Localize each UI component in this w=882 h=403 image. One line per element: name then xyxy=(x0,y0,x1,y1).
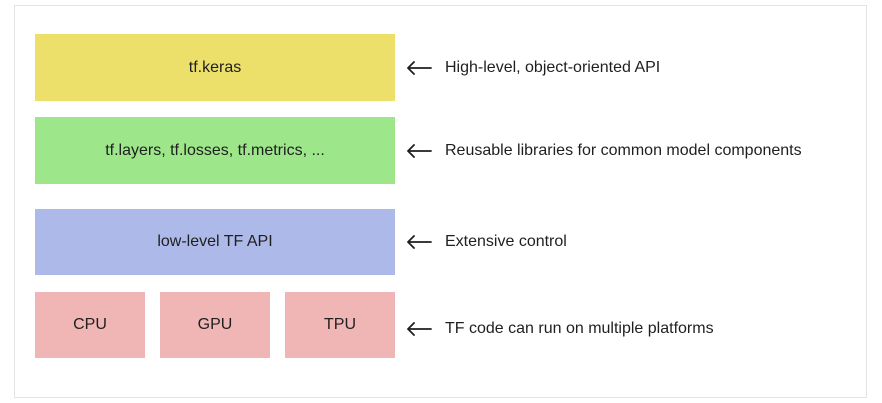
layer-note-libraries: Reusable libraries for common model comp… xyxy=(445,142,802,159)
layer-block-low-level: low-level TF API xyxy=(35,209,395,275)
hardware-block-cpu: CPU xyxy=(35,292,145,358)
layer-note-row-low-level: Extensive control xyxy=(406,230,567,254)
layer-note-row-libraries: Reusable libraries for common model comp… xyxy=(406,139,802,163)
hardware-note-row: TF code can run on multiple platforms xyxy=(406,317,714,341)
hardware-label-cpu: CPU xyxy=(73,316,107,333)
hardware-note: TF code can run on multiple platforms xyxy=(445,320,714,337)
layer-label-keras: tf.keras xyxy=(188,58,242,76)
layer-note-low-level: Extensive control xyxy=(445,233,567,250)
left-arrow-icon xyxy=(406,61,432,75)
layer-block-libraries: tf.layers, tf.losses, tf.metrics, ... xyxy=(35,117,395,184)
left-arrow-icon xyxy=(406,235,432,249)
hardware-label-gpu: GPU xyxy=(197,316,233,333)
left-arrow-icon xyxy=(406,322,432,336)
layer-note-row-keras: High-level, object-oriented API xyxy=(406,56,660,80)
hardware-label-tpu: TPU xyxy=(324,316,356,333)
layer-label-libraries: tf.layers, tf.losses, tf.metrics, ... xyxy=(105,141,325,159)
hardware-block-tpu: TPU xyxy=(285,292,395,358)
layer-block-keras: tf.keras xyxy=(35,34,395,101)
layer-label-low-level: low-level TF API xyxy=(157,233,273,250)
left-arrow-icon xyxy=(406,144,432,158)
layer-note-keras: High-level, object-oriented API xyxy=(445,59,661,76)
hardware-block-gpu: GPU xyxy=(160,292,270,358)
